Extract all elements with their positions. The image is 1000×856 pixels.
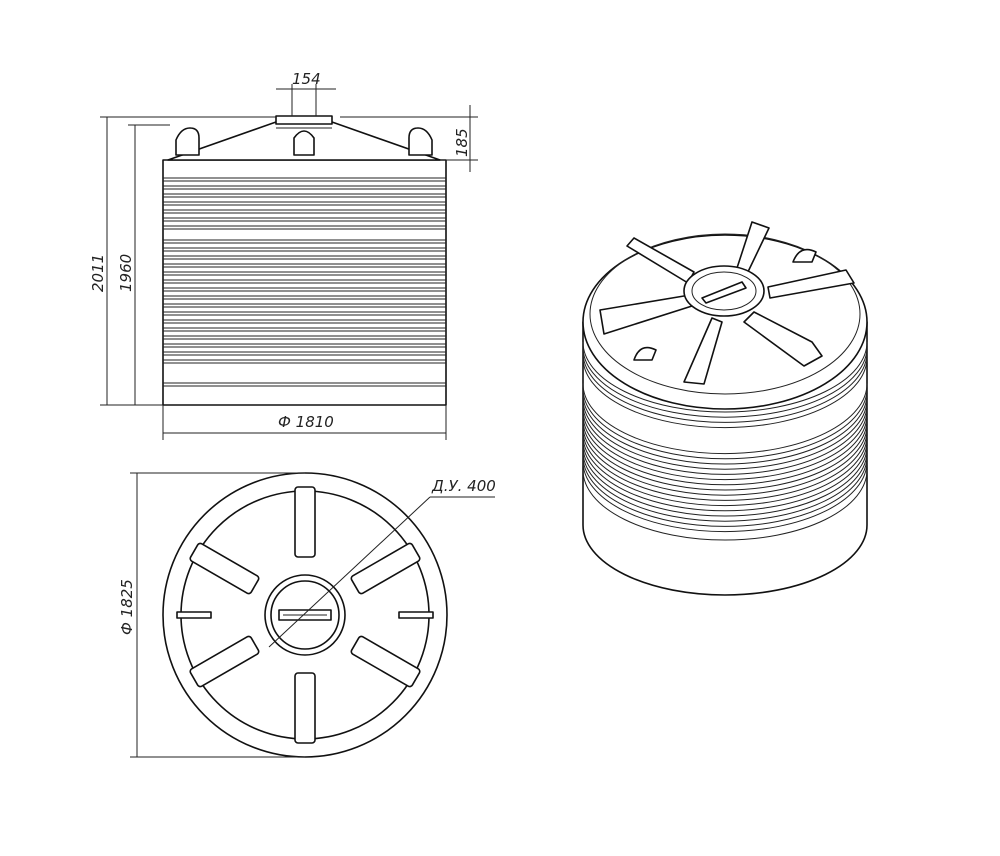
radial-rib bbox=[350, 635, 421, 688]
iso-rib-line bbox=[582, 347, 868, 418]
iso-lug-left bbox=[633, 346, 657, 361]
iso-rib-line bbox=[582, 341, 868, 413]
iso-rib-line bbox=[582, 404, 868, 475]
iso-rib-line bbox=[582, 440, 868, 512]
dim-neck-width: 154 bbox=[292, 70, 321, 88]
iso-rib-line bbox=[582, 461, 868, 533]
iso-top-ribs bbox=[599, 221, 855, 385]
iso-hatch-inner bbox=[691, 271, 757, 311]
radial-rib bbox=[189, 635, 260, 688]
radial-rib bbox=[294, 672, 316, 744]
iso-rib-line bbox=[582, 445, 868, 517]
hatch-inner bbox=[270, 580, 340, 650]
lifting-lug-right bbox=[408, 127, 433, 156]
iso-rib-line bbox=[582, 435, 868, 507]
iso-rib bbox=[683, 317, 723, 385]
isometric-view bbox=[582, 221, 868, 596]
iso-top-inner bbox=[589, 233, 861, 395]
top-view-radial-ribs bbox=[189, 486, 421, 744]
iso-rib-line bbox=[582, 451, 868, 522]
lifting-lug-left bbox=[175, 127, 200, 156]
tank-neck bbox=[275, 115, 333, 125]
iso-rib-line bbox=[582, 399, 868, 470]
iso-rib-line bbox=[582, 357, 868, 429]
dim-top-diameter: Ф 1825 bbox=[118, 579, 136, 635]
iso-rib bbox=[767, 269, 855, 299]
radial-rib bbox=[189, 542, 260, 595]
dim-lid-height: 185 bbox=[453, 128, 471, 157]
iso-top-rim bbox=[582, 234, 868, 410]
iso-rib-line bbox=[582, 430, 868, 501]
iso-rib-line bbox=[582, 383, 868, 455]
front-view: 154 185 2011 1960 Ф 1810 bbox=[89, 70, 478, 440]
dim-total-height: 2011 bbox=[89, 254, 107, 292]
side-slot-right bbox=[398, 611, 434, 619]
dim-body-diameter: Ф 1810 bbox=[278, 413, 334, 431]
iso-rib-line bbox=[582, 388, 868, 460]
iso-rib-line bbox=[582, 425, 868, 496]
iso-rib-line bbox=[582, 409, 868, 481]
iso-rib bbox=[626, 237, 695, 284]
iso-rib-line bbox=[582, 419, 868, 491]
hatch-leader-line bbox=[268, 496, 431, 648]
side-slot-left bbox=[176, 611, 212, 619]
iso-rib-line bbox=[582, 393, 868, 465]
iso-rib-line bbox=[582, 414, 868, 486]
top-view bbox=[162, 472, 495, 758]
iso-lug-right bbox=[792, 248, 817, 263]
iso-rib-line bbox=[582, 456, 868, 527]
center-handle bbox=[293, 130, 315, 156]
radial-rib bbox=[294, 486, 316, 558]
iso-hatch-handle bbox=[701, 281, 747, 304]
radial-rib bbox=[350, 542, 421, 595]
iso-view-ribs bbox=[582, 341, 868, 533]
front-view-ribs bbox=[163, 177, 446, 387]
iso-base-band bbox=[582, 469, 868, 541]
top-view-diameter-dimension: Ф 1825 bbox=[118, 472, 305, 758]
dim-body-height: 1960 bbox=[117, 254, 135, 292]
iso-rib-line bbox=[582, 352, 868, 423]
hatch-outer bbox=[264, 574, 346, 656]
hatch-label: Д.У. 400 bbox=[431, 477, 496, 495]
iso-rib bbox=[743, 311, 823, 367]
